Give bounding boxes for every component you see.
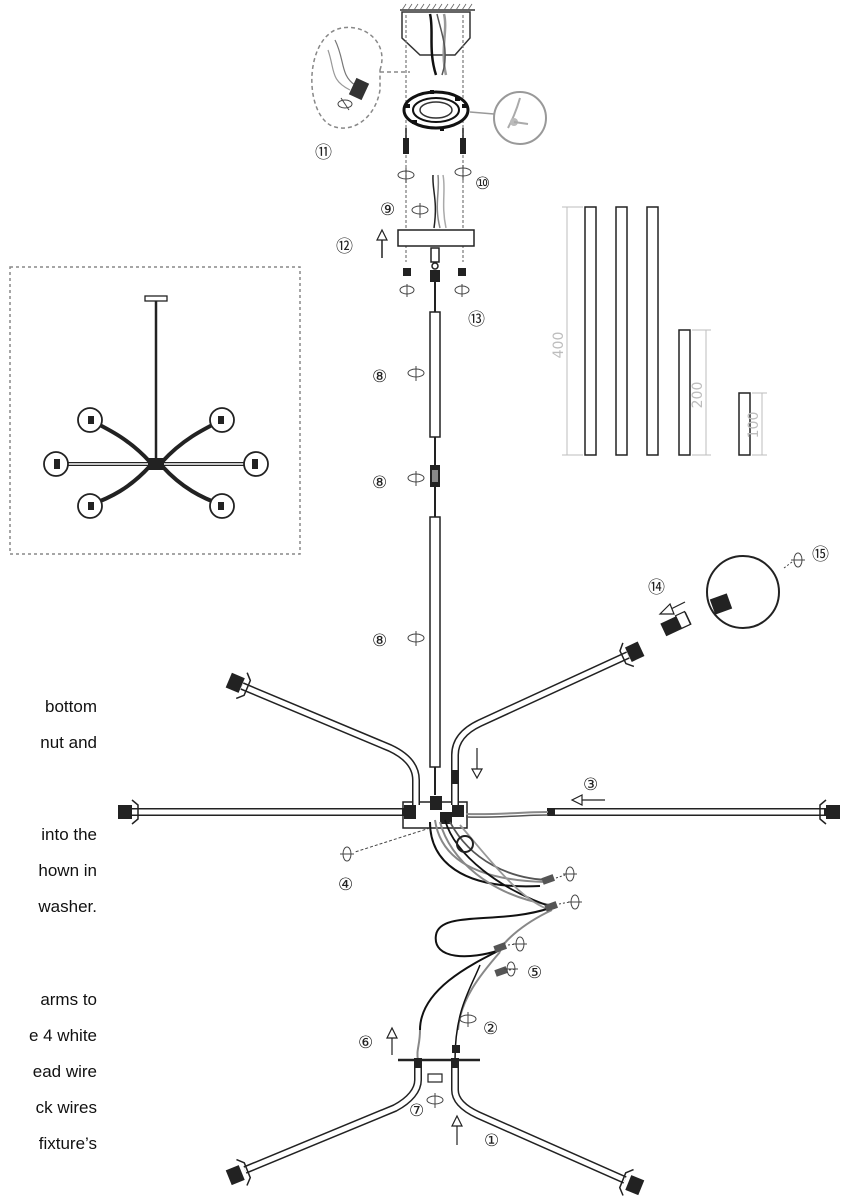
step-2-label: ② <box>483 1019 498 1039</box>
step-3-label: ③ <box>583 775 598 795</box>
ground-wire-detail <box>311 26 410 129</box>
step-7-label: ⑦ <box>409 1101 424 1121</box>
arm-left <box>118 799 404 825</box>
ground-screw-detail <box>469 91 547 145</box>
instruction-line-5: washer. <box>38 897 97 916</box>
step-14-label: ⑭ <box>648 578 665 598</box>
step-8a-label: ⑧ <box>372 367 387 387</box>
step-1-label: ① <box>484 1131 499 1151</box>
arm-upper-right <box>451 641 645 805</box>
arm-upper-left <box>225 672 420 805</box>
instruction-line-6: arms to <box>40 990 97 1009</box>
instruction-line-2: nut and <box>40 733 97 752</box>
instruction-line-10: fixture’s <box>38 1134 97 1153</box>
step-4-label: ④ <box>338 875 353 895</box>
socket <box>658 601 692 637</box>
rod-dimension-200: 200 <box>690 382 706 409</box>
lower-hub <box>398 1012 480 1108</box>
rod-dimension-100: 100 <box>746 412 762 439</box>
arm-lower-right <box>451 1068 645 1196</box>
step-15-label: ⑮ <box>812 545 829 565</box>
step-5-label: ⑤ <box>527 963 542 983</box>
downrod <box>429 247 441 795</box>
wiring-bundle <box>416 819 556 1061</box>
assembled-fixture-preview <box>9 266 301 555</box>
ceiling-mount <box>397 3 475 262</box>
instruction-line-3: into the <box>41 825 97 844</box>
instruction-line-9: ck wires <box>35 1098 97 1117</box>
step-6-label: ⑥ <box>358 1033 373 1053</box>
instruction-line-7: e 4 white <box>28 1026 97 1045</box>
bulb <box>706 552 805 629</box>
step-labels: ① ② ③ ④ ⑤ ⑥ ⑦ ⑧ ⑧ ⑧ ⑨ ⑩ ⑪ ⑫ ⑬ ⑭ ⑮ <box>315 143 829 1151</box>
step-8b-label: ⑧ <box>372 473 387 493</box>
rod-set: 400 200 100 <box>551 206 767 456</box>
center-hub <box>402 796 468 829</box>
instruction-line-8: ead wire <box>32 1062 97 1081</box>
step-9-label: ⑨ <box>380 200 395 220</box>
step-12-label: ⑫ <box>336 237 353 257</box>
instruction-line-1: bottom <box>45 697 97 716</box>
arm-right <box>465 799 840 825</box>
step-10-label: ⑩ <box>475 174 490 194</box>
step-13-label: ⑬ <box>468 310 485 330</box>
canopy-plate <box>397 229 475 247</box>
step-8c-label: ⑧ <box>372 631 387 651</box>
rotation-marks <box>407 366 425 646</box>
step-11-label: ⑪ <box>315 143 332 163</box>
instruction-line-4: hown in <box>38 861 97 880</box>
arm-lower-left <box>225 1068 422 1186</box>
rod-dimension-400: 400 <box>551 332 567 359</box>
